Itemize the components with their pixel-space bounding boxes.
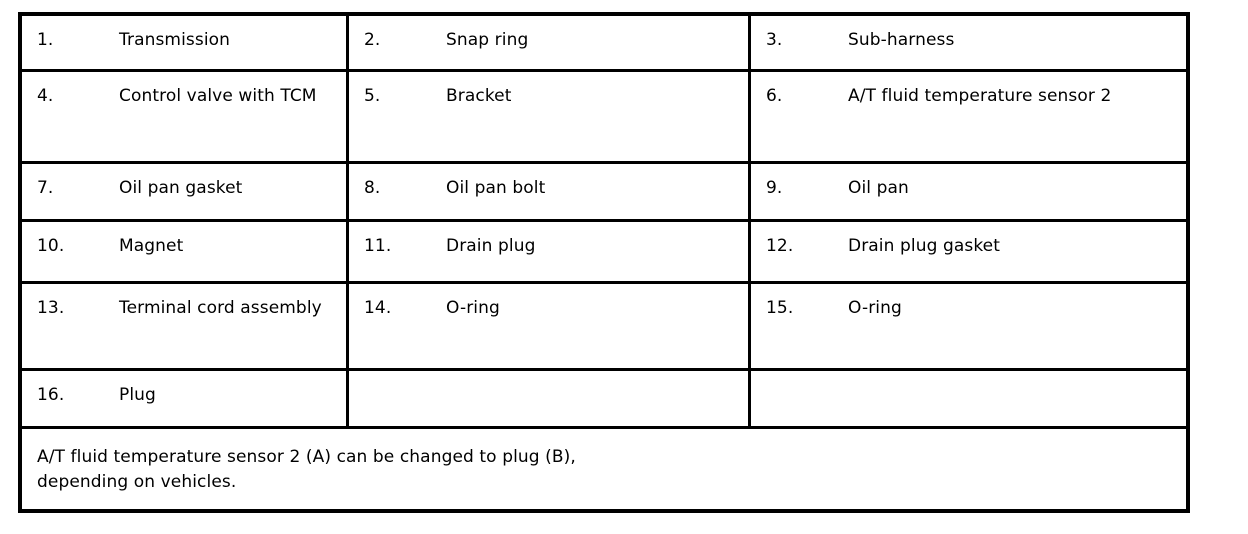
table-cell-item-15: 15. O-ring xyxy=(751,284,1186,368)
item-number: 9. xyxy=(766,178,783,198)
table-cell-item-16: 16. Plug xyxy=(22,371,349,426)
table-row: 7. Oil pan gasket 8. Oil pan bolt 9. Oil… xyxy=(22,164,1186,222)
table-cell-item-2: 2. Snap ring xyxy=(349,16,751,69)
table-note-text: A/T fluid temperature sensor 2 (A) can b… xyxy=(37,447,576,492)
table-note-cell: A/T fluid temperature sensor 2 (A) can b… xyxy=(22,429,1186,509)
item-number: 10. xyxy=(37,236,65,256)
item-number: 1. xyxy=(37,30,54,50)
table-row: 10. Magnet 11. Drain plug 12. Drain plug… xyxy=(22,222,1186,284)
item-number: 13. xyxy=(37,298,65,318)
item-label: Drain plug gasket xyxy=(848,236,1001,256)
item-number: 5. xyxy=(364,86,381,106)
table-cell-item-1: 1. Transmission xyxy=(22,16,349,69)
table-cell-item-6: 6. A/T fluid temperature sensor 2 xyxy=(751,72,1186,161)
item-label: Snap ring xyxy=(446,30,529,50)
item-number: 16. xyxy=(37,385,65,405)
table-cell-item-12: 12. Drain plug gasket xyxy=(751,222,1186,281)
table-row: 4. Control valve with TCM 5. Bracket 6. … xyxy=(22,72,1186,164)
item-label: O-ring xyxy=(446,298,500,318)
item-label: Control valve with TCM xyxy=(119,86,317,106)
table-cell-item-3: 3. Sub-harness xyxy=(751,16,1186,69)
item-label: Terminal cord assembly xyxy=(119,298,322,318)
item-number: 15. xyxy=(766,298,794,318)
item-label: Magnet xyxy=(119,236,184,256)
item-number: 8. xyxy=(364,178,381,198)
table-cell-item-4: 4. Control valve with TCM xyxy=(22,72,349,161)
item-number: 11. xyxy=(364,236,392,256)
table-cell-item-14: 14. O-ring xyxy=(349,284,751,368)
item-number: 6. xyxy=(766,86,783,106)
item-number: 4. xyxy=(37,86,54,106)
item-label: A/T fluid temperature sensor 2 xyxy=(848,86,1112,106)
item-label: Transmission xyxy=(119,30,231,50)
item-label: Oil pan bolt xyxy=(446,178,546,198)
table-cell-item-7: 7. Oil pan gasket xyxy=(22,164,349,219)
table-cell-item-11: 11. Drain plug xyxy=(349,222,751,281)
item-label: Sub-harness xyxy=(848,30,955,50)
table-cell-item-8: 8. Oil pan bolt xyxy=(349,164,751,219)
item-label: O-ring xyxy=(848,298,902,318)
item-number: 7. xyxy=(37,178,54,198)
table-row: 16. Plug xyxy=(22,371,1186,429)
table-cell-item-13: 13. Terminal cord assembly xyxy=(22,284,349,368)
table-cell-item-9: 9. Oil pan xyxy=(751,164,1186,219)
table-cell-empty xyxy=(751,371,1186,426)
parts-legend-table: 1. Transmission 2. Snap ring 3. Sub-harn… xyxy=(18,12,1190,513)
item-number: 3. xyxy=(766,30,783,50)
item-label: Drain plug xyxy=(446,236,536,256)
item-label: Plug xyxy=(119,385,156,405)
item-number: 2. xyxy=(364,30,381,50)
table-row: 1. Transmission 2. Snap ring 3. Sub-harn… xyxy=(22,16,1186,72)
item-label: Bracket xyxy=(446,86,512,106)
item-number: 12. xyxy=(766,236,794,256)
item-label: Oil pan xyxy=(848,178,909,198)
item-number: 14. xyxy=(364,298,392,318)
table-cell-item-5: 5. Bracket xyxy=(349,72,751,161)
table-note-row: A/T fluid temperature sensor 2 (A) can b… xyxy=(22,429,1186,509)
table-cell-item-10: 10. Magnet xyxy=(22,222,349,281)
table-cell-empty xyxy=(349,371,751,426)
item-label: Oil pan gasket xyxy=(119,178,243,198)
table-row: 13. Terminal cord assembly 14. O-ring 15… xyxy=(22,284,1186,371)
